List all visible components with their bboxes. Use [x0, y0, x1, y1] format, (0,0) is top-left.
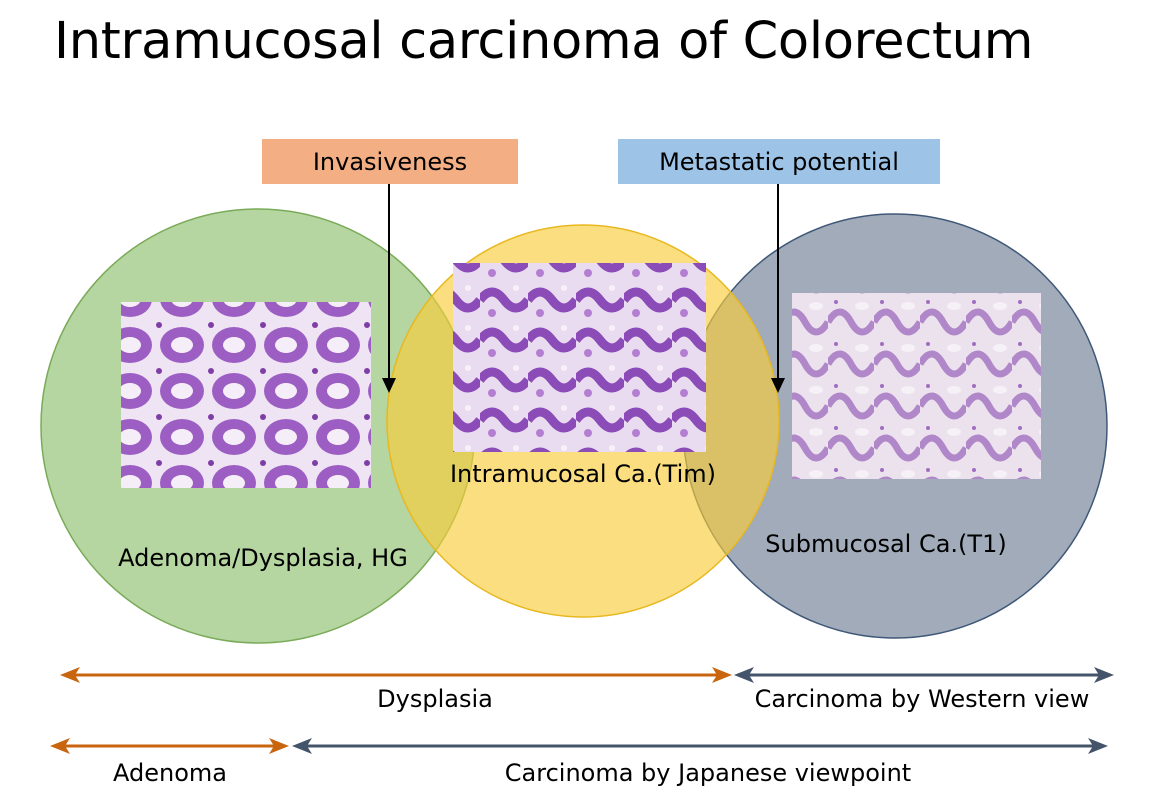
page-title: Intramucosal carcinoma of Colorectum — [54, 12, 1034, 71]
histology-image-intramucosal — [453, 263, 706, 452]
western-dysplasia-arrow — [60, 667, 732, 683]
western-carcinoma-arrow — [734, 667, 1114, 683]
western-dysplasia-label: Dysplasia — [377, 685, 493, 713]
submucosal-circle-label: Submucosal Ca.(T1) — [765, 530, 1006, 558]
metastatic-label: Metastatic potential — [659, 148, 899, 176]
histology-image-adenoma — [121, 302, 371, 488]
japanese-carcinoma-label: Carcinoma by Japanese viewpoint — [505, 759, 911, 787]
intramucosal-circle-label: Intramucosal Ca.(Tim) — [450, 460, 716, 488]
invasiveness-box — [262, 139, 518, 184]
adenoma-circle-label: Adenoma/Dysplasia, HG — [118, 544, 408, 572]
metastatic-box — [618, 139, 940, 184]
japanese-adenoma-label: Adenoma — [113, 759, 227, 787]
invasiveness-label: Invasiveness — [313, 148, 467, 176]
western-carcinoma-label: Carcinoma by Western view — [755, 685, 1090, 713]
histology-image-submucosal — [792, 293, 1041, 479]
japanese-carcinoma-arrow — [292, 738, 1108, 754]
japanese-adenoma-arrow — [50, 738, 289, 754]
metastatic-arrow — [771, 184, 785, 393]
invasiveness-arrow — [382, 184, 396, 393]
